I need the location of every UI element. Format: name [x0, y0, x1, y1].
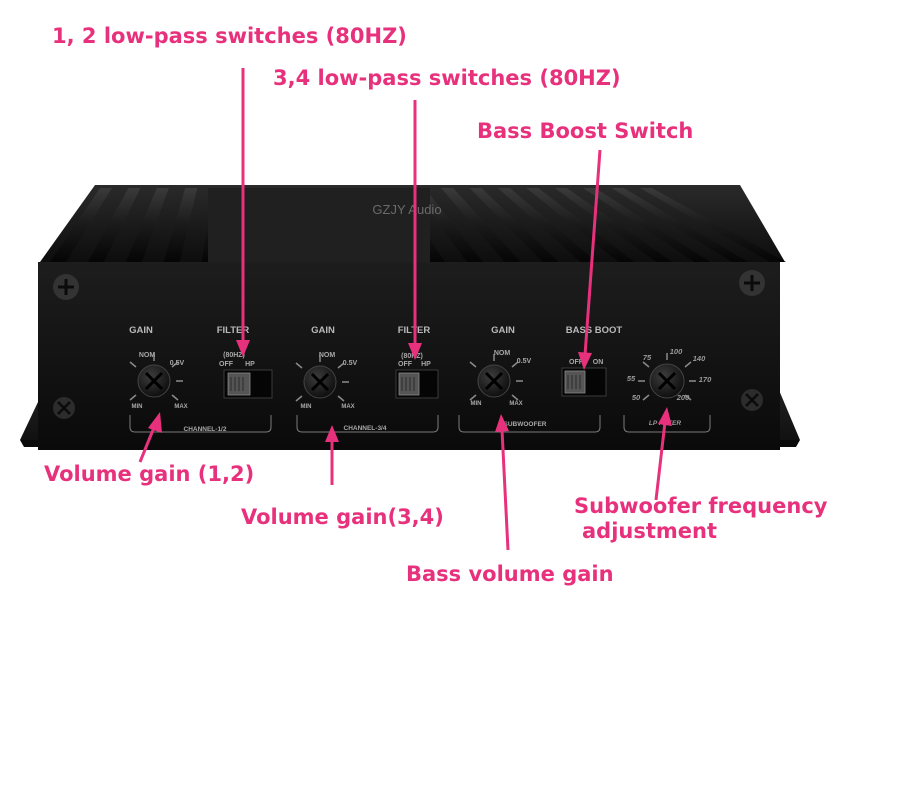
heatsink-fin — [583, 188, 711, 262]
arrow-lowpass-12 — [236, 68, 250, 357]
knob-max-label-ch12: MAX — [174, 404, 187, 410]
heatsink-fin — [554, 188, 673, 262]
switch-off-label-ch34: OFF — [398, 361, 413, 368]
heatsink-plate — [208, 188, 430, 262]
bass-boost-switch[interactable] — [561, 367, 607, 397]
screw-top-left — [53, 274, 79, 300]
heatsink-fin — [50, 188, 112, 262]
filter-switch-ch34[interactable] — [395, 369, 439, 399]
heatsink-fin — [640, 188, 786, 262]
gain-knob-ch34[interactable] — [295, 355, 349, 402]
knob-min-label-ch34: MIN — [301, 404, 312, 410]
freq-dial-55: 55 — [627, 374, 636, 383]
arrow-bass-volume — [495, 414, 510, 551]
knob-nom-label-ch12: NOM — [139, 352, 156, 359]
arrow-bass-boost — [578, 149, 602, 370]
faceplate — [38, 262, 780, 450]
group-label-ch12: CHANNEL-1/2 — [184, 426, 227, 433]
group-label-ch34: CHANNEL-3/4 — [344, 425, 387, 432]
heatsink-fin — [441, 188, 521, 262]
switch-on-label-boost: ON — [593, 359, 604, 366]
gain-label-ch34: GAIN — [311, 325, 335, 336]
gain-label-sub: GAIN — [491, 325, 515, 336]
knob-min-label-sub: MIN — [471, 401, 482, 407]
callout-volume-12: Volume gain (1,2) — [44, 462, 255, 486]
callout-bass-volume: Bass volume gain — [406, 562, 614, 586]
knob-half-v-label-ch34: 0.5V — [343, 360, 358, 367]
filter-switch-ch12[interactable] — [223, 369, 273, 399]
screw-flange-right — [741, 389, 763, 411]
lp-filter-knob[interactable] — [638, 353, 696, 401]
switch-freq-label-ch12: (80HZ) — [223, 352, 245, 359]
group-label-sub: SUBWOOFER — [504, 421, 547, 428]
screw-top-right — [739, 270, 765, 296]
callout-lowpass-12: 1, 2 low-pass switches (80HZ) — [52, 24, 407, 48]
knob-min-label-ch12: MIN — [132, 404, 143, 410]
freq-dial-50: 50 — [632, 393, 641, 402]
knob-nom-label-sub: NOM — [494, 350, 511, 357]
callout-volume-34: Volume gain(3,4) — [241, 505, 444, 529]
heatsink-fin — [611, 188, 749, 262]
heatsink-fin — [497, 188, 597, 262]
callout-subwoofer-freq: Subwoofer frequency adjustment — [574, 494, 827, 544]
heatsink-fin — [412, 188, 483, 262]
heatsink-fin — [87, 188, 141, 262]
heatsink-fin — [125, 188, 169, 262]
switch-off-label-ch12: OFF — [219, 361, 234, 368]
arrow-volume-12 — [138, 412, 162, 463]
knob-max-label-ch34: MAX — [341, 404, 354, 410]
bracket-lp — [623, 415, 711, 433]
callout-lowpass-34: 3,4 low-pass switches (80HZ) — [273, 66, 621, 90]
knob-max-label-sub: MAX — [509, 401, 522, 407]
callout-subwoofer-freq-line1: Subwoofer frequency — [574, 494, 828, 518]
knob-half-v-label-sub: 0.5V — [517, 358, 532, 365]
arrow-lowpass-34 — [408, 100, 422, 360]
freq-dial-200: 200 — [676, 393, 690, 402]
heatsink-fin — [526, 188, 635, 262]
arrow-volume-34 — [325, 425, 339, 485]
arrows — [138, 68, 672, 551]
bracket-ch12 — [129, 415, 272, 433]
bracket-ch34 — [296, 415, 439, 433]
gain-label-ch12: GAIN — [129, 325, 153, 336]
heatsink-fin — [163, 188, 198, 262]
switch-hp-label-ch12: HP — [245, 361, 255, 368]
freq-dial-100: 100 — [670, 347, 683, 356]
switch-off-label-boost: OFF — [569, 359, 584, 366]
brand-watermark: GZJY Audio — [372, 202, 441, 217]
arrow-subwoofer-freq — [654, 407, 672, 501]
callout-subwoofer-freq-line2: adjustment — [582, 519, 718, 544]
filter-label-ch12: FILTER — [217, 325, 250, 336]
switch-freq-label-ch34: (80HZ) — [401, 353, 423, 360]
screw-flange-left — [53, 397, 75, 419]
gain-knob-sub[interactable] — [469, 354, 523, 401]
heatsink-fin — [469, 188, 559, 262]
gain-knob-ch12[interactable] — [129, 354, 183, 401]
freq-dial-170: 170 — [699, 375, 712, 384]
callout-bass-boost: Bass Boost Switch — [477, 119, 694, 143]
bracket-sub — [458, 415, 601, 433]
freq-dial-140: 140 — [693, 354, 706, 363]
freq-dial-75: 75 — [643, 353, 652, 362]
knob-nom-label-ch34: NOM — [319, 352, 336, 359]
knob-half-v-label-ch12: 0.5V — [170, 360, 185, 367]
switch-hp-label-ch34: HP — [421, 361, 431, 368]
bass-boost-label: BASS BOOT — [566, 325, 623, 336]
